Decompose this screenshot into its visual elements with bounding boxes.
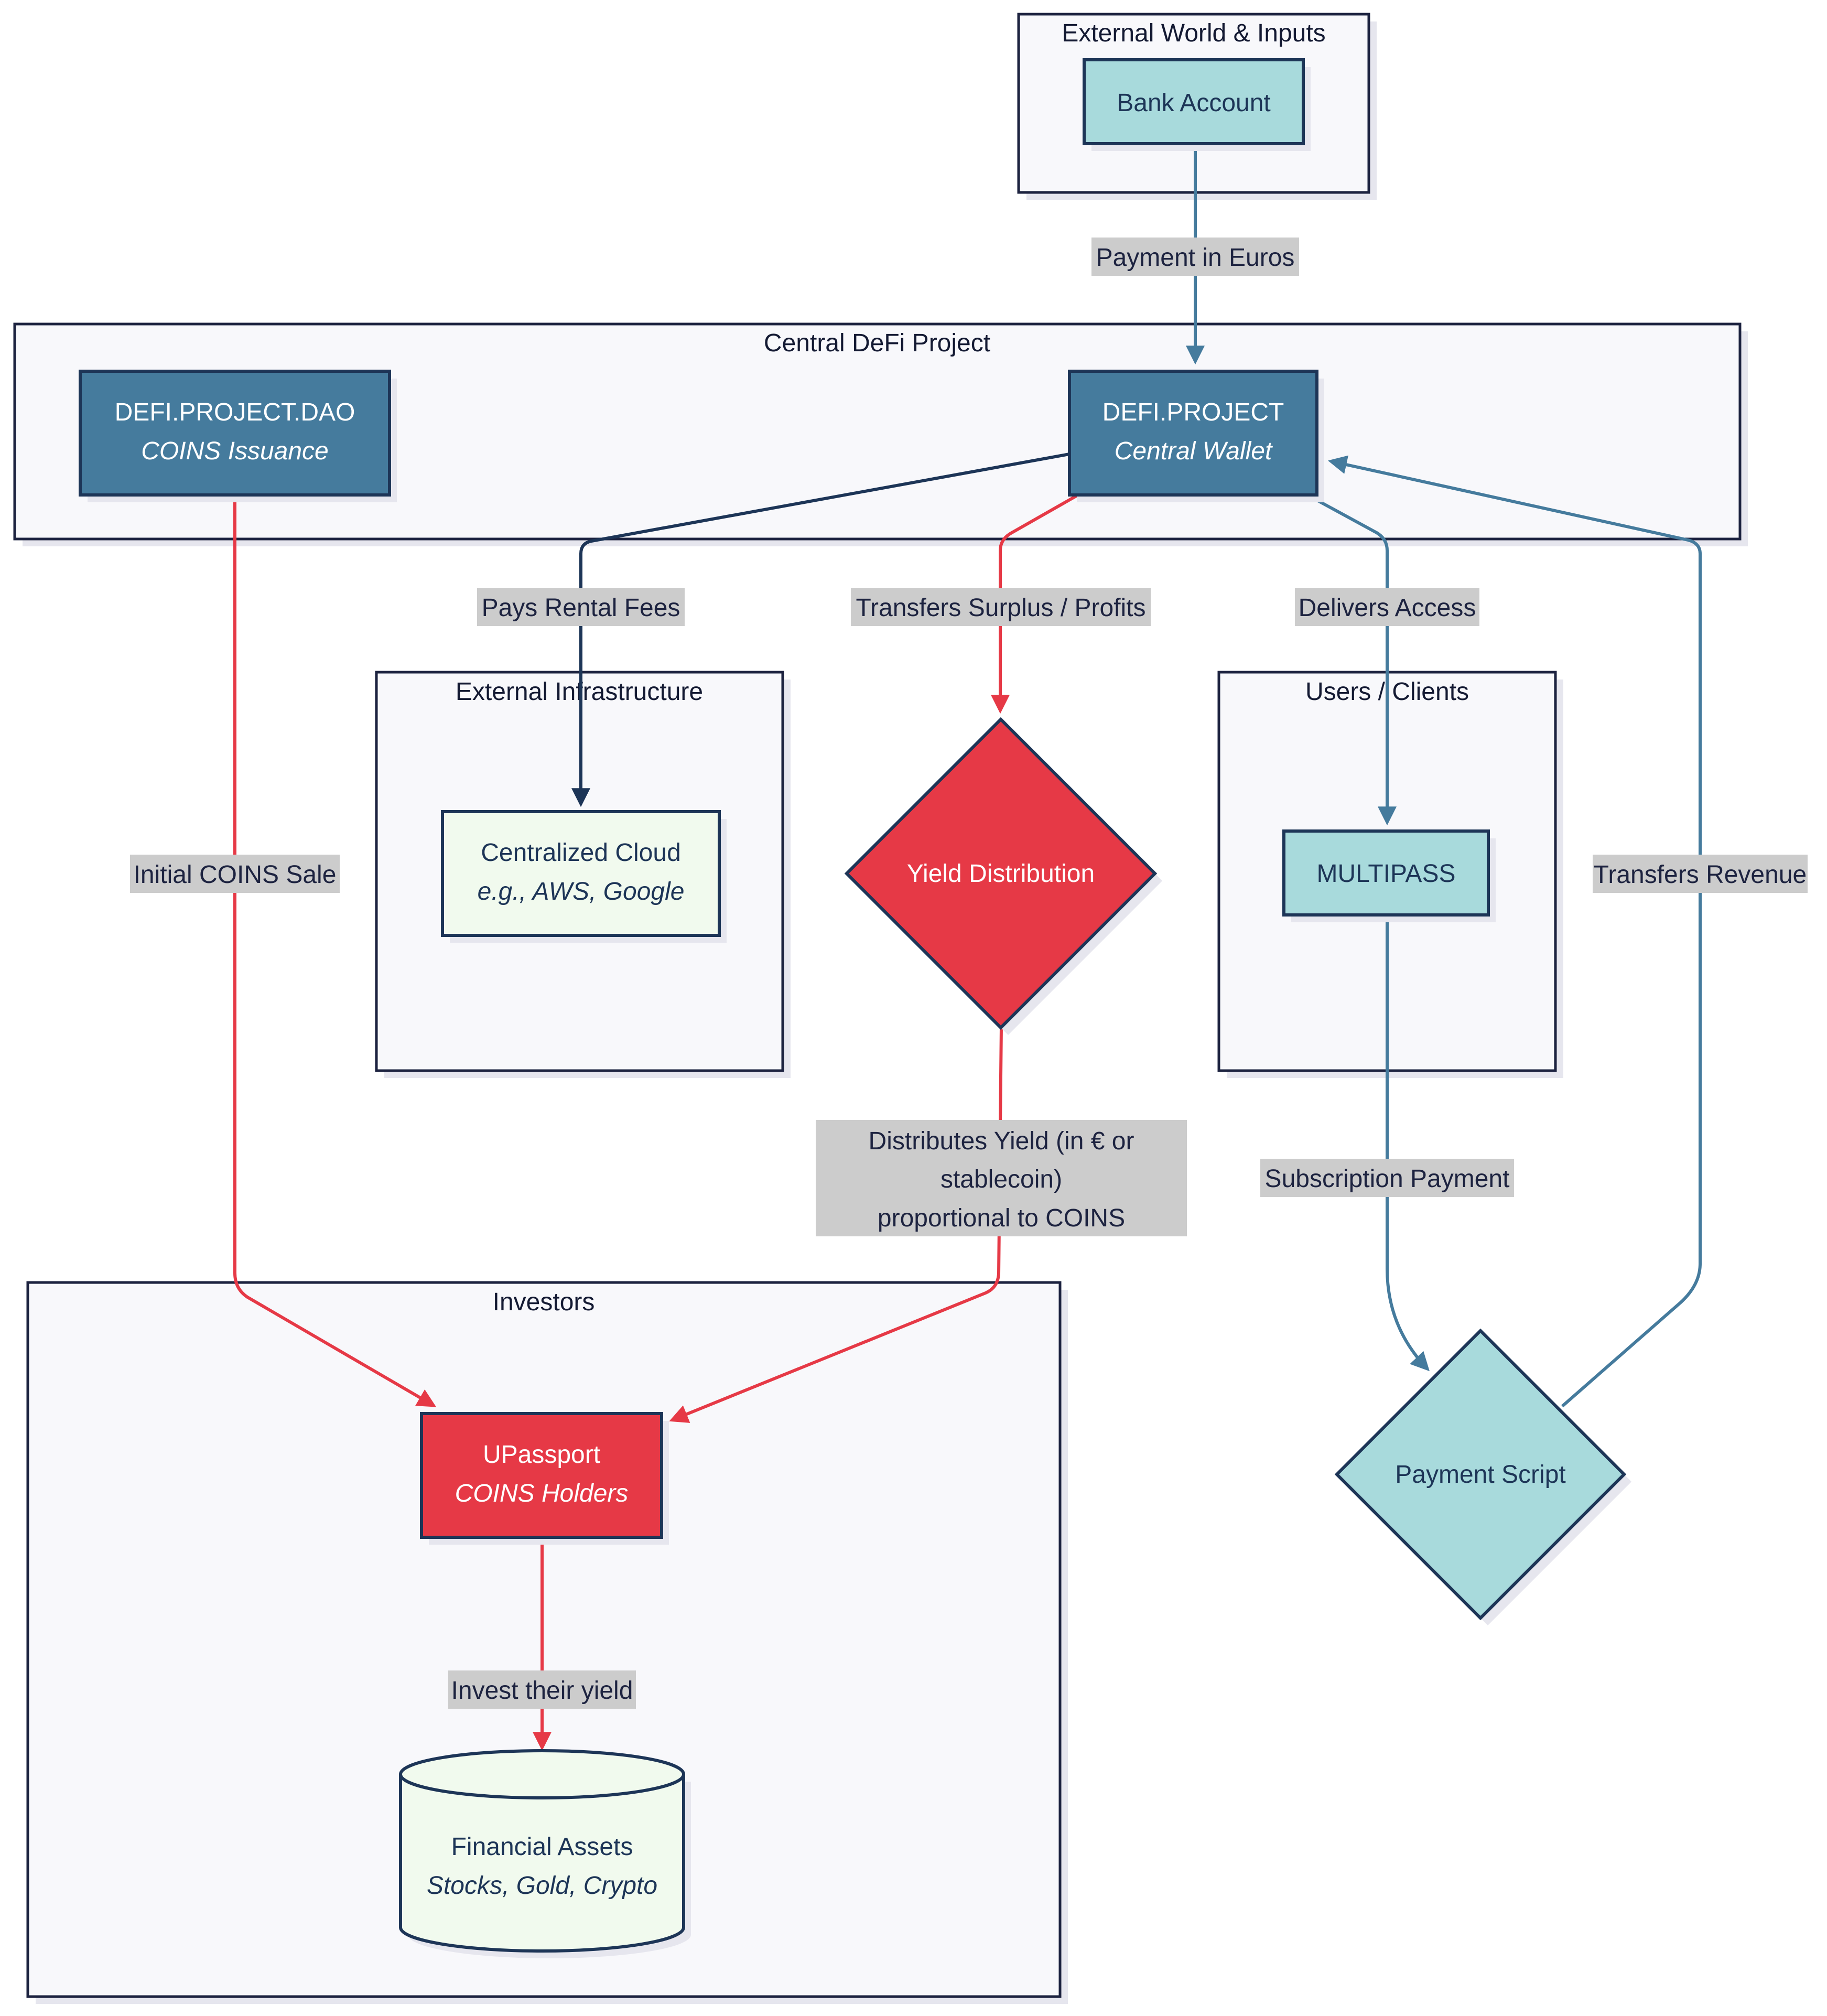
- svg-text:Transfers Surplus / Profits: Transfers Surplus / Profits: [856, 594, 1145, 622]
- edge-transfers-surplus: [991, 492, 1081, 714]
- node-subtitle: COINS Holders: [455, 1480, 629, 1507]
- edge-distributes-yield: [669, 1026, 1003, 1423]
- edge-label-distributes-yield: Distributes Yield (in € or stablecoin) p…: [816, 1120, 1187, 1236]
- node-multipass[interactable]: MULTIPASS: [1282, 829, 1496, 922]
- node-defi-project-dao[interactable]: DEFI.PROJECT.DAO COINS Issuance: [79, 370, 397, 502]
- edge-label-pays-rental-fees: Pays Rental Fees: [477, 588, 685, 626]
- edge-label-delivers-access: Delivers Access: [1295, 588, 1479, 626]
- node-bank-account[interactable]: Bank Account: [1083, 58, 1311, 151]
- edge-label-payment-in-euros: Payment in Euros: [1091, 238, 1299, 276]
- group-investors: Investors: [26, 1281, 1068, 2004]
- edge-transfers-revenue: [1327, 455, 1702, 1408]
- svg-text:Transfers Revenue: Transfers Revenue: [1594, 861, 1807, 889]
- edge-label-initial-coins-sale: Initial COINS Sale: [130, 855, 340, 893]
- svg-text:stablecoin): stablecoin): [940, 1166, 1062, 1193]
- edge-label-transfers-revenue: Transfers Revenue: [1593, 855, 1808, 893]
- node-title: Centralized Cloud: [481, 839, 681, 867]
- svg-text:Subscription Payment: Subscription Payment: [1265, 1165, 1510, 1193]
- node-title: DEFI.PROJECT.DAO: [115, 398, 355, 426]
- node-title: UPassport: [483, 1441, 600, 1469]
- edge-label-invest-yield: Invest their yield: [448, 1670, 636, 1709]
- node-title: DEFI.PROJECT: [1102, 398, 1284, 426]
- node-title: Financial Assets: [451, 1833, 633, 1861]
- edge-delivers-access: [1304, 492, 1397, 826]
- svg-text:Payment in Euros: Payment in Euros: [1096, 244, 1295, 272]
- edge-initial-coins-sale: [233, 494, 437, 1407]
- node-yield-distribution[interactable]: Yield Distribution: [844, 717, 1162, 1035]
- svg-text:Initial COINS Sale: Initial COINS Sale: [134, 861, 337, 889]
- svg-text:Delivers Access: Delivers Access: [1299, 594, 1476, 622]
- edge-label-subscription-payment: Subscription Payment: [1260, 1159, 1514, 1197]
- svg-text:proportional to COINS: proportional to COINS: [878, 1204, 1125, 1232]
- node-title: Payment Script: [1395, 1461, 1565, 1489]
- node-title: Yield Distribution: [907, 860, 1095, 888]
- node-financial-assets[interactable]: Financial Assets Stocks, Gold, Crypto: [399, 1749, 691, 1958]
- node-subtitle: Stocks, Gold, Crypto: [427, 1872, 657, 1900]
- node-upassport[interactable]: UPassport COINS Holders: [420, 1412, 669, 1545]
- edge-label-transfers-surplus: Transfers Surplus / Profits: [851, 588, 1151, 626]
- svg-text:Distributes Yield (in € or: Distributes Yield (in € or: [869, 1127, 1134, 1155]
- node-title: MULTIPASS: [1317, 860, 1456, 888]
- node-title: Bank Account: [1117, 89, 1271, 117]
- node-subtitle: e.g., AWS, Google: [478, 878, 685, 905]
- edge-pays-rental-fees: [571, 452, 1070, 807]
- svg-text:Invest their yield: Invest their yield: [451, 1677, 633, 1705]
- group-title: Central DeFi Project: [764, 329, 990, 357]
- group-title: External World & Inputs: [1062, 19, 1325, 47]
- node-centralized-cloud[interactable]: Centralized Cloud e.g., AWS, Google: [441, 810, 727, 943]
- edge-subscription-payment: [1386, 915, 1430, 1372]
- group-title: Investors: [493, 1288, 595, 1316]
- node-defi-project[interactable]: DEFI.PROJECT Central Wallet: [1068, 370, 1324, 502]
- svg-text:Pays Rental Fees: Pays Rental Fees: [482, 594, 680, 622]
- node-subtitle: COINS Issuance: [141, 437, 328, 465]
- node-subtitle: Central Wallet: [1115, 437, 1273, 465]
- node-payment-script[interactable]: Payment Script: [1334, 1328, 1631, 1625]
